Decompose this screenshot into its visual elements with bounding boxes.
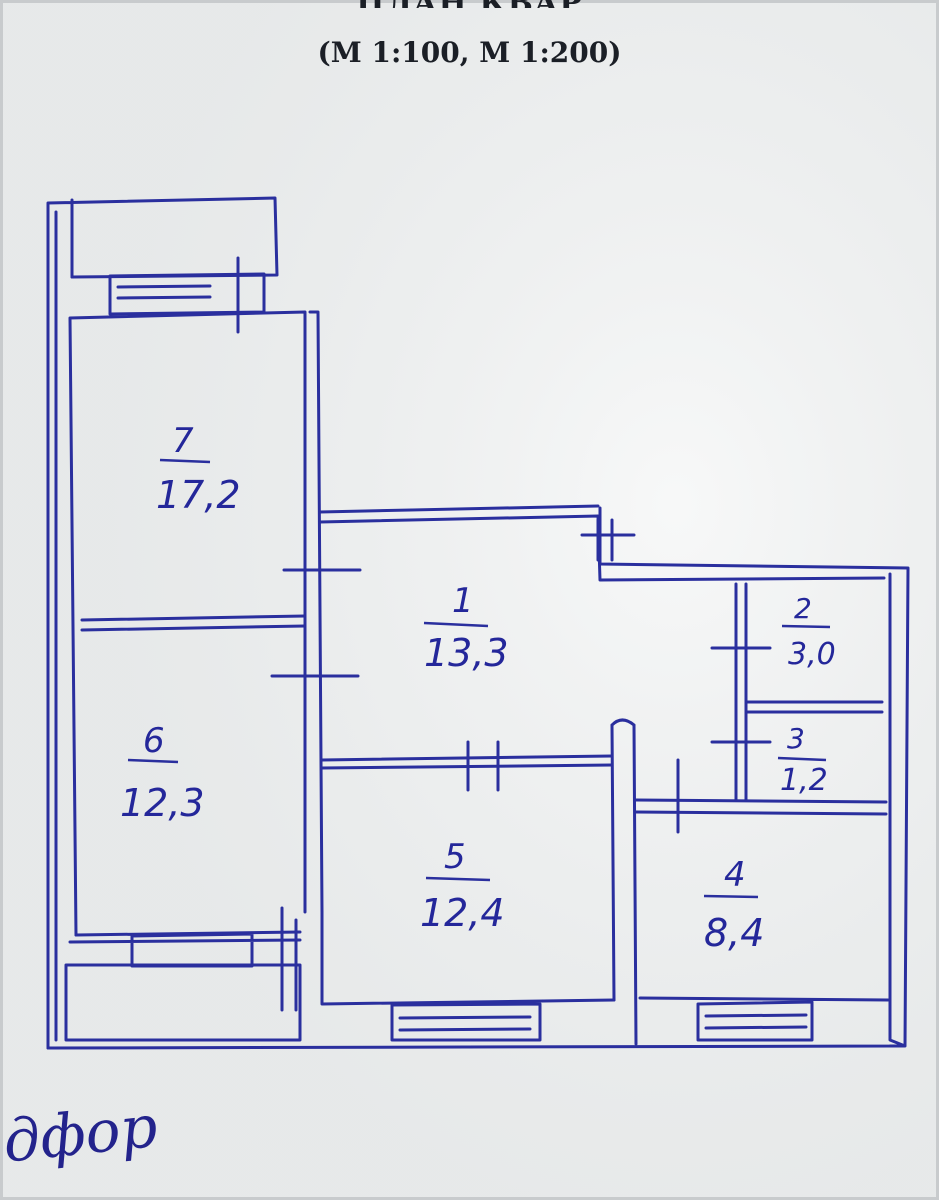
- room-7-number: 7: [172, 421, 194, 461]
- room-7-walls: [68, 310, 324, 937]
- room-4-number: 4: [724, 855, 746, 895]
- room-6-bottom: [68, 930, 302, 968]
- room-labels: 7 17,2 1 13,3 2 3,0 6 12,3 3 1,2 5 12,4 …: [120, 421, 836, 955]
- room-6-area: 12,3: [120, 781, 205, 825]
- top-balcony: [70, 201, 266, 316]
- room-3-number: 3: [787, 722, 805, 755]
- outer-wall: [46, 196, 279, 1050]
- wall-2-3: [734, 582, 884, 802]
- room-5-number: 5: [444, 837, 466, 877]
- room-4-area: 8,4: [704, 911, 764, 955]
- room-4-divider: [703, 894, 759, 899]
- room-1-area: 13,3: [424, 631, 509, 675]
- wall-7-6: [80, 614, 307, 632]
- room-1-divider: [423, 621, 489, 628]
- room-6-number: 6: [143, 721, 165, 761]
- room-2-number: 2: [794, 592, 812, 625]
- door-marks: [236, 256, 772, 1012]
- wall-5-4: [610, 718, 638, 1046]
- room-1-number: 1: [452, 581, 474, 621]
- room-6-divider: [127, 758, 179, 764]
- room-5-bottom: [320, 910, 616, 1042]
- document-title: ПЛАН КВАР: [0, 0, 939, 8]
- room-7-area: 17,2: [156, 473, 241, 517]
- room-4-bottom: [638, 996, 890, 1042]
- room-3-divider: [777, 756, 827, 762]
- room-7-divider: [159, 458, 211, 464]
- room-5-area: 12,4: [420, 891, 505, 935]
- room-1-top: [318, 504, 886, 582]
- room-3-area: 1,2: [780, 763, 828, 798]
- wall-3-4: [634, 798, 888, 816]
- room-2-area: 3,0: [788, 637, 836, 672]
- room-2-divider: [781, 624, 831, 629]
- room-5-divider: [425, 876, 491, 882]
- bottom-left-balcony: [64, 963, 302, 1042]
- scale-label: (М 1:100, М 1:200): [317, 36, 622, 69]
